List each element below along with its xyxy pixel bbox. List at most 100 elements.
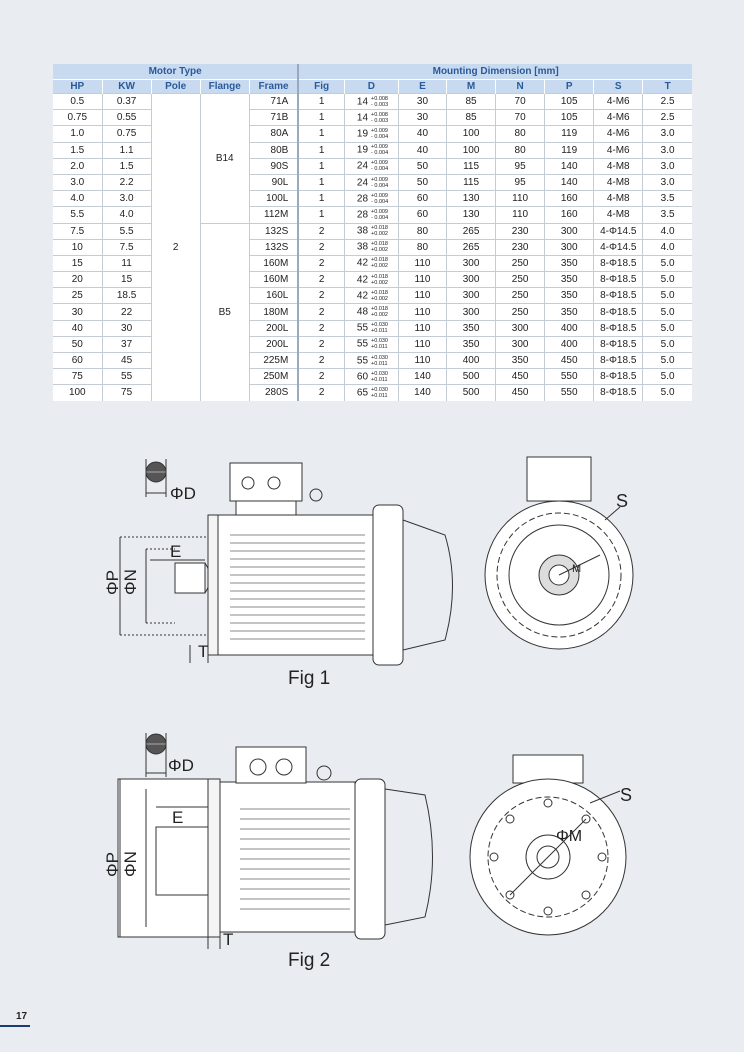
cell-fig: 2: [297, 222, 345, 240]
tolerance-upper: +0.009: [371, 144, 388, 151]
cell-t: 5.0: [642, 303, 692, 321]
cell-p: 400: [544, 335, 594, 353]
cell-e: 110: [397, 335, 447, 353]
cell-m: 100: [446, 125, 496, 143]
cell-m: 85: [446, 92, 496, 110]
cell-m: 500: [446, 384, 496, 401]
cell-frame: 100L: [248, 190, 299, 207]
cell-m: 400: [446, 351, 496, 369]
cell-t: 4.0: [642, 238, 692, 256]
cell-frame: 225M: [248, 351, 299, 369]
fig2-s-label: S: [620, 785, 632, 805]
fig2-e-label: E: [172, 808, 183, 827]
cell-p: 140: [544, 157, 594, 175]
tolerance-upper: +0.018: [371, 257, 388, 264]
cell-kw: 15: [101, 271, 152, 288]
cell-d: 55+0.030+0.011: [343, 335, 399, 353]
cell-kw: 0.37: [101, 92, 152, 110]
cell-kw: 11: [101, 254, 152, 272]
cell-frame: 132S: [248, 222, 299, 240]
cell-p: 160: [544, 206, 594, 223]
cell-fig: 1: [297, 141, 345, 159]
cell-e: 110: [397, 351, 447, 369]
col-header-m: M: [446, 79, 496, 94]
tolerance-lower: +0.002: [371, 263, 388, 270]
tolerance-lower: - 0.004: [371, 150, 389, 157]
tolerance-upper: +0.018: [371, 273, 388, 280]
cell-s: 8-Φ18.5: [593, 319, 643, 337]
cell-d: 19+0.009- 0.004: [343, 125, 399, 143]
cell-d: 14+0.008- 0.003: [343, 92, 399, 110]
fig1-phi-d-label: ΦD: [170, 484, 196, 503]
cell-d-tolerance: +0.030+0.011: [371, 387, 388, 399]
cell-m: 300: [446, 254, 496, 272]
cell-s: 8-Φ18.5: [593, 287, 643, 304]
cell-fig: 2: [297, 384, 345, 401]
cell-m: 85: [446, 109, 496, 126]
cell-t: 3.5: [642, 190, 692, 207]
cell-p: 140: [544, 173, 594, 191]
cell-kw: 7.5: [101, 238, 152, 256]
cell-d-value: 42: [356, 274, 369, 286]
cell-e: 50: [397, 157, 447, 175]
cell-flange-b14: B14: [199, 93, 250, 223]
cell-e: 140: [397, 368, 447, 385]
cell-d-value: 55: [356, 322, 369, 334]
fig1-m-label: M: [572, 563, 581, 575]
cell-frame: 132S: [248, 238, 299, 256]
cell-kw: 5.5: [101, 222, 152, 240]
cell-p: 350: [544, 287, 594, 304]
cell-d-tolerance: +0.009- 0.004: [371, 144, 388, 156]
tolerance-lower: - 0.004: [371, 166, 389, 173]
cell-fig: 1: [297, 206, 345, 223]
cell-d-value: 14: [356, 112, 369, 124]
cell-n: 80: [495, 125, 545, 143]
tolerance-lower: +0.011: [371, 376, 388, 383]
cell-d-value: 38: [356, 241, 369, 253]
cell-d: 42+0.018+0.002: [343, 287, 399, 304]
fig2-caption: Fig 2: [288, 950, 330, 971]
cell-s: 4-M8: [593, 206, 643, 223]
cell-s: 8-Φ18.5: [593, 271, 643, 288]
cell-d-tolerance: +0.009- 0.004: [371, 128, 388, 140]
cell-fig: 2: [297, 254, 345, 272]
cell-fig: 1: [297, 109, 345, 126]
cell-d: 42+0.018+0.002: [343, 254, 399, 272]
cell-d: 55+0.030+0.011: [343, 351, 399, 369]
tolerance-lower: +0.011: [371, 328, 388, 335]
cell-p: 350: [544, 271, 594, 288]
cell-d-value: 60: [356, 371, 369, 383]
cell-d-tolerance: +0.009- 0.004: [371, 177, 388, 189]
cell-fig: 2: [297, 351, 345, 369]
cell-t: 5.0: [642, 319, 692, 337]
cell-hp: 15: [53, 254, 103, 272]
cell-s: 4-M6: [593, 92, 643, 110]
cell-kw: 37: [101, 335, 152, 353]
cell-d-value: 38: [356, 225, 369, 237]
cell-d-tolerance: +0.030+0.011: [371, 371, 388, 383]
cell-hp: 40: [53, 319, 103, 337]
cell-m: 300: [446, 287, 496, 304]
cell-t: 4.0: [642, 222, 692, 240]
col-header-fig: Fig: [297, 79, 345, 94]
cell-d-tolerance: +0.030+0.011: [371, 322, 388, 334]
cell-d: 48+0.018+0.002: [343, 303, 399, 321]
col-header-pole: Pole: [150, 79, 201, 94]
cell-n: 110: [495, 190, 545, 207]
cell-e: 110: [397, 303, 447, 321]
cell-e: 60: [397, 190, 447, 207]
cell-d: 42+0.018+0.002: [343, 271, 399, 288]
cell-s: 4-Φ14.5: [593, 238, 643, 256]
cell-hp: 100: [53, 384, 103, 401]
cell-fig: 2: [297, 287, 345, 304]
cell-n: 450: [495, 384, 545, 401]
cell-d-value: 28: [356, 209, 369, 221]
fig1-s-label: S: [616, 491, 628, 511]
cell-fig: 2: [297, 368, 345, 385]
cell-d-tolerance: +0.018+0.002: [371, 225, 388, 237]
